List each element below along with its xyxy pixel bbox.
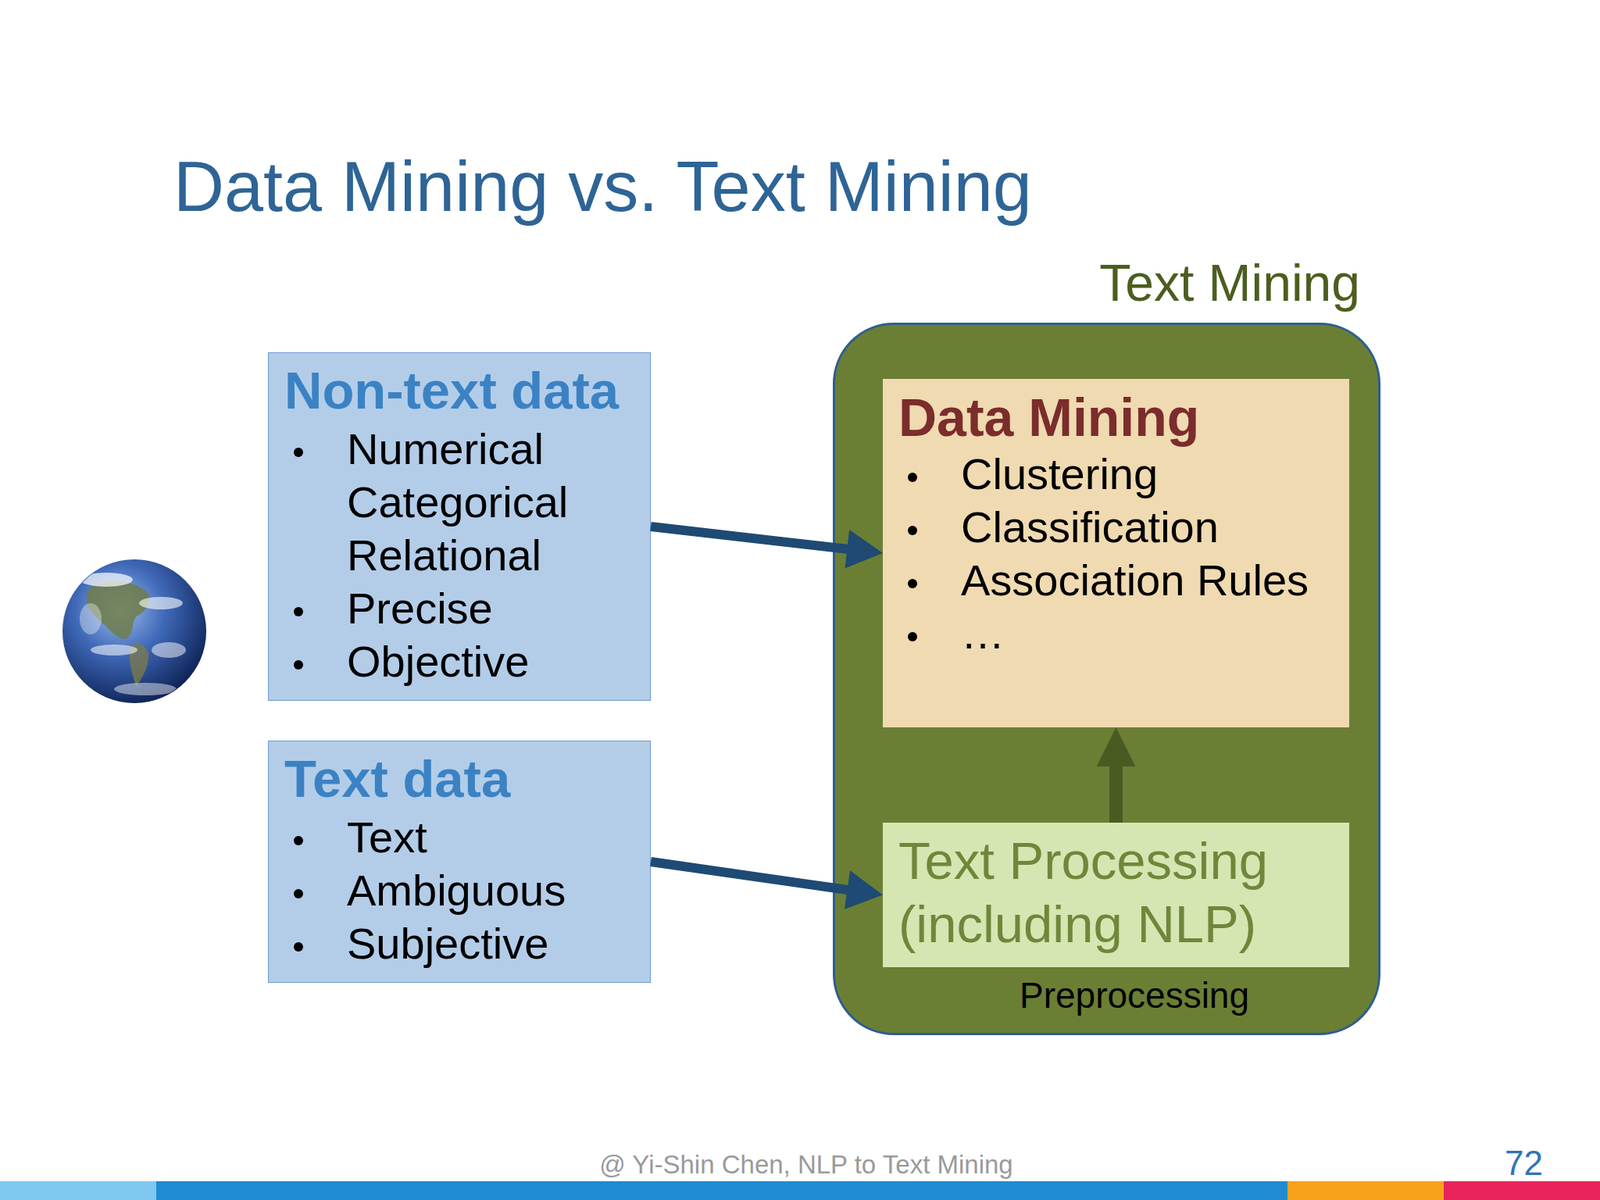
list-item: Association Rules bbox=[898, 553, 1334, 608]
arrow-shaft bbox=[650, 526, 849, 550]
earth-illustration bbox=[59, 556, 210, 707]
arrow-connector bbox=[650, 861, 883, 910]
list-item: Text bbox=[284, 810, 635, 865]
arrow-head bbox=[844, 529, 883, 569]
arrow-connector bbox=[1096, 727, 1136, 823]
node-heading: Text data bbox=[284, 748, 635, 809]
arrow-head bbox=[1096, 727, 1136, 767]
list-item: … bbox=[898, 607, 1334, 661]
node-heading: Text Mining bbox=[1099, 253, 1361, 313]
arrow-shaft bbox=[650, 861, 849, 890]
list-item: Numerical Categorical Relational bbox=[284, 422, 568, 583]
list-item: Ambiguous bbox=[284, 864, 635, 918]
footer-bar bbox=[0, 1181, 1600, 1200]
arrow-head bbox=[844, 870, 883, 909]
list-item: Precise bbox=[284, 582, 635, 636]
node-heading: Text Processing (including NLP) bbox=[898, 828, 1334, 956]
list-item: Clustering bbox=[898, 447, 1334, 501]
footer-credit: @ Yi-Shin Chen, NLP to Text Mining bbox=[415, 1150, 1197, 1180]
text-processing-box: Text Processing (including NLP) bbox=[882, 822, 1350, 968]
data-source-box: Non-text dataNumerical Categorical Relat… bbox=[267, 352, 651, 701]
region-note: Preprocessing bbox=[1019, 975, 1250, 1017]
page-number: 72 bbox=[1504, 1143, 1543, 1183]
slide-title: Data Mining vs. Text Mining bbox=[173, 146, 1033, 229]
arrow-connector bbox=[650, 526, 883, 569]
data-source-box: Text dataTextAmbiguousSubjective bbox=[267, 740, 651, 983]
node-heading: Non-text data bbox=[284, 360, 635, 421]
list-item: Objective bbox=[284, 635, 635, 689]
arrow-shaft bbox=[1109, 764, 1123, 823]
list-item: Classification bbox=[898, 500, 1334, 554]
text-mining-region: Text MiningData MiningClusteringClassifi… bbox=[832, 322, 1381, 1036]
list-item: Subjective bbox=[284, 917, 635, 971]
node-heading: Data Mining bbox=[898, 386, 1334, 448]
data-mining-box: Data MiningClusteringClassificationAssoc… bbox=[882, 378, 1350, 728]
